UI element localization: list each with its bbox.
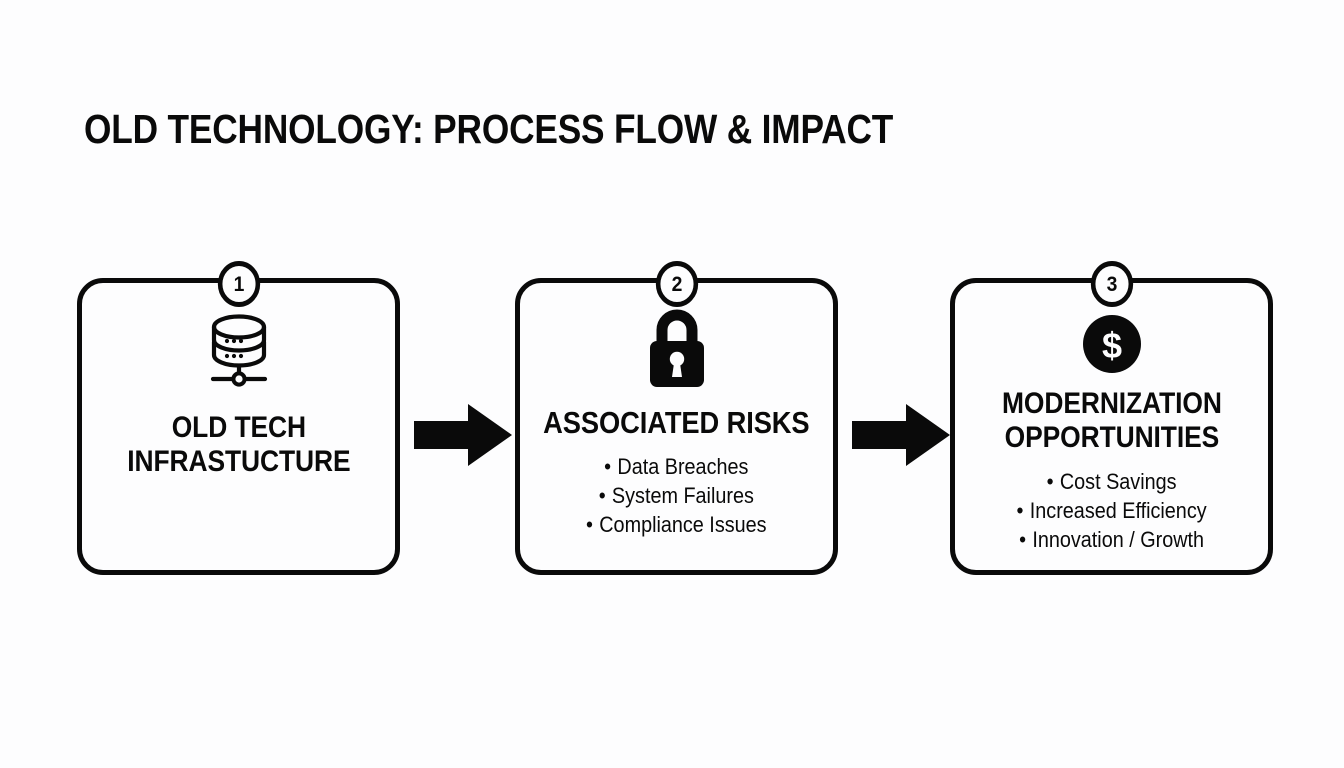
step-number-label: 3 [1106, 272, 1117, 296]
list-item: Cost Savings [1016, 467, 1206, 496]
list-item: Data Breaches [586, 452, 767, 481]
list-item: System Failures [586, 481, 767, 510]
step-number-label: 2 [671, 272, 682, 296]
svg-text:$: $ [1101, 325, 1121, 366]
card-bullet-list-3: Cost Savings Increased Efficiency Innova… [1006, 467, 1217, 554]
flow-step-card-2: 2 ASSOCIATED RISKS Data Breaches System … [515, 261, 838, 575]
step-number-badge-2: 2 [655, 261, 698, 307]
flow-step-card-1: 1 [77, 261, 400, 575]
card-heading-line-1: OLD TECH [171, 411, 306, 444]
card-heading-3: MODERNIZATION OPPORTUNITIES [1002, 387, 1222, 455]
dollar-circle-icon: $ [1082, 311, 1142, 377]
list-item: Increased Efficiency [1016, 496, 1207, 525]
padlock-icon [641, 307, 713, 389]
step-number-label: 1 [233, 272, 244, 296]
step-number-badge-3: 3 [1090, 261, 1133, 307]
card-heading-line-2: OPPORTUNITIES [1004, 420, 1219, 454]
database-stack-icon [201, 311, 277, 393]
card-bullet-list-2: Data Breaches System Failures Compliance… [576, 452, 777, 539]
card-heading-line-1: ASSOCIATED RISKS [543, 405, 810, 440]
card-heading-line-1: MODERNIZATION [1001, 387, 1222, 420]
page-title: OLD TECHNOLOGY: PROCESS FLOW & IMPACT [84, 106, 894, 152]
flow-step-card-3: 3 $ MODERNIZATION OPPORTUNITIES Cost Sav… [950, 261, 1273, 575]
list-item: Compliance Issues [586, 510, 766, 539]
card-heading-line-2: INFRASTUCTURE [126, 444, 351, 478]
arrow-right-icon [852, 404, 950, 466]
arrow-right-icon [414, 404, 512, 466]
step-number-badge-1: 1 [217, 261, 260, 307]
list-item: Innovation / Growth [1016, 525, 1206, 554]
card-heading-1: OLD TECH INFRASTUCTURE [127, 411, 350, 479]
card-heading-2: ASSOCIATED RISKS [543, 405, 809, 440]
